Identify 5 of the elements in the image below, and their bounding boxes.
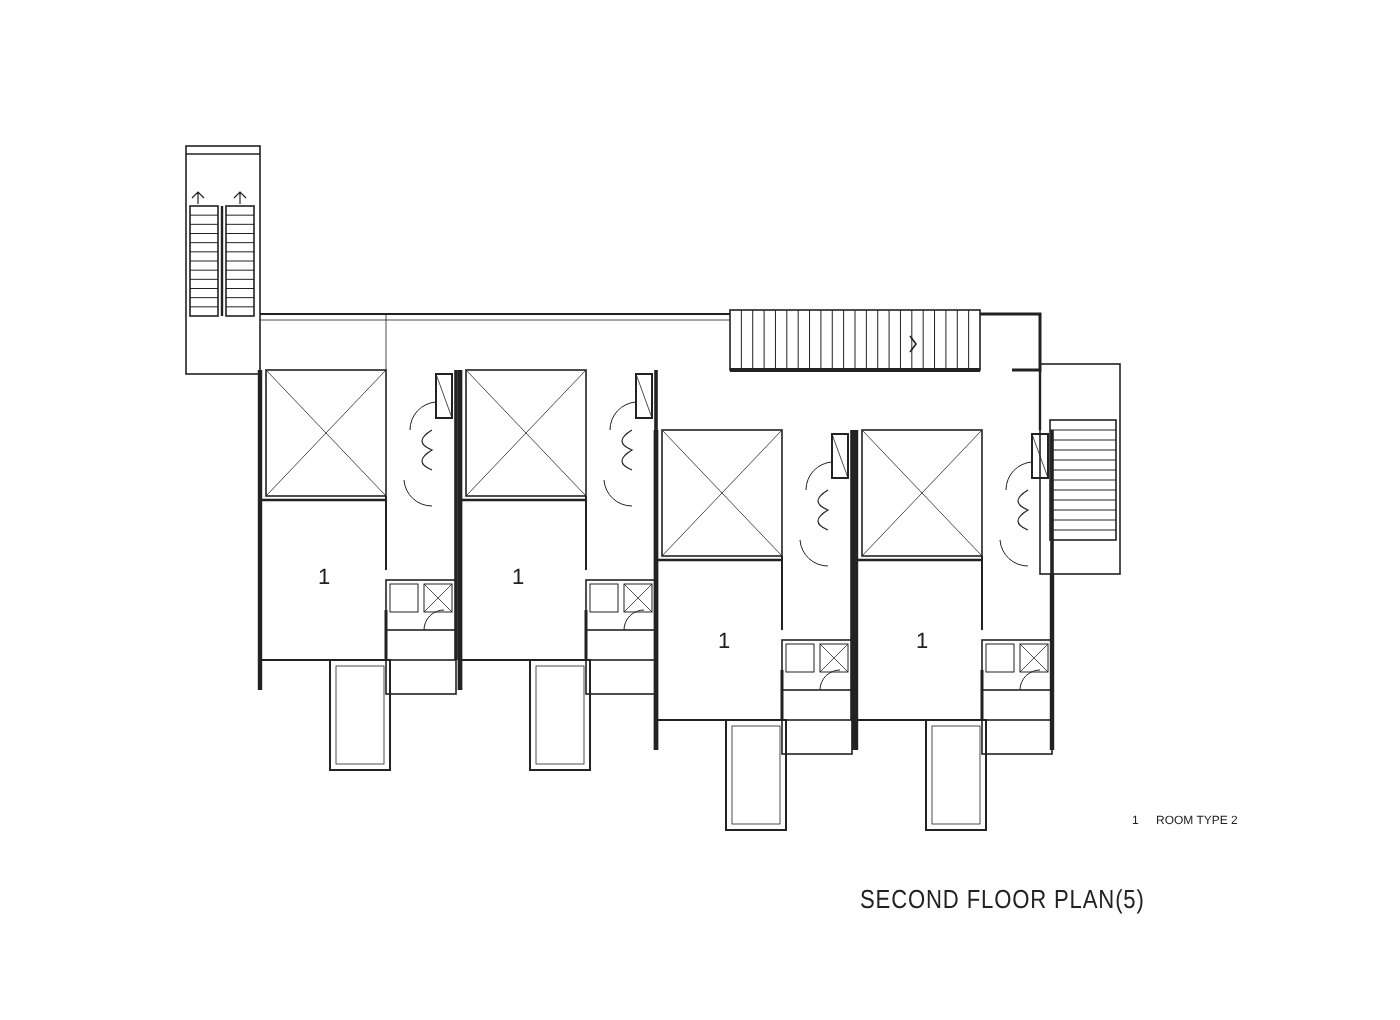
room-number: 1 (512, 568, 525, 590)
room-number: 1 (318, 568, 331, 590)
plan-title: SECOND FLOOR PLAN(5) (860, 886, 1145, 912)
room-number: 1 (718, 632, 731, 654)
room-number: 1 (916, 632, 929, 654)
